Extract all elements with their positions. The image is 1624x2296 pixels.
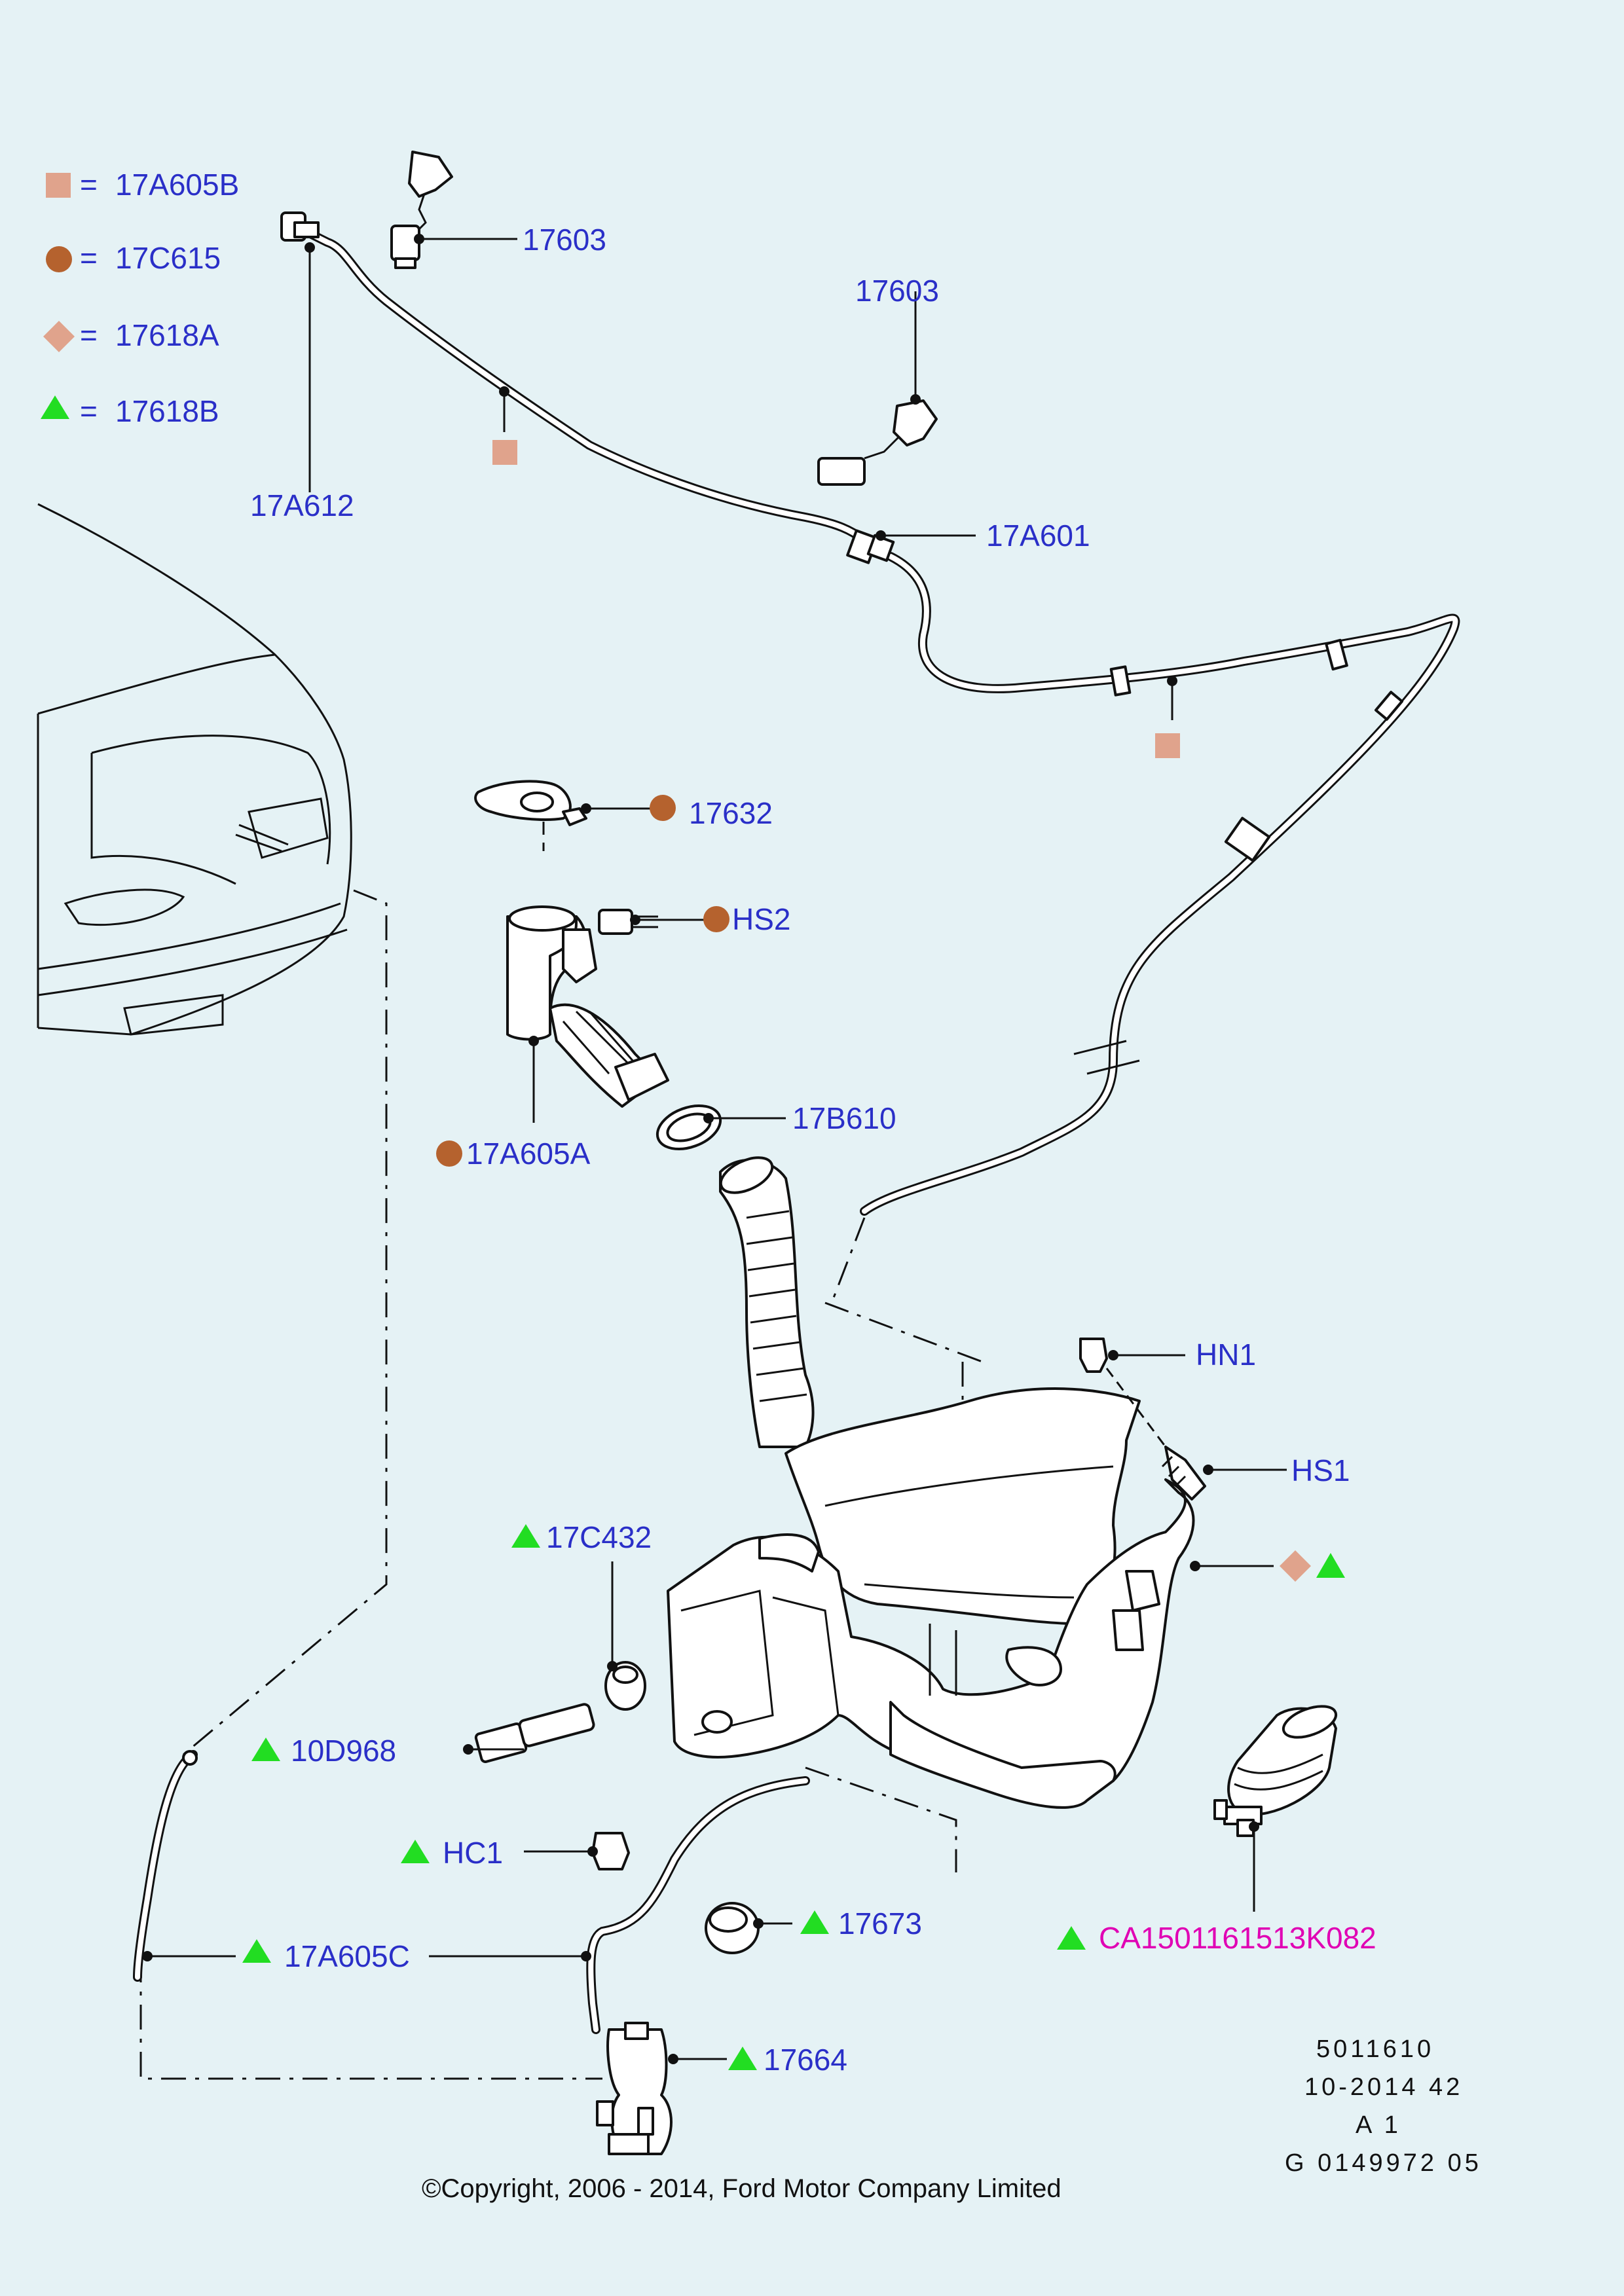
legend-code-triangle: 17618B (115, 394, 219, 428)
leader-dots (142, 234, 1259, 2064)
seal-17B610 (655, 1104, 722, 1150)
marker-circle-icon (436, 1140, 462, 1167)
nozzle-connector-17A612 (280, 211, 320, 242)
label-HN1: HN1 (1196, 1338, 1256, 1372)
legend-eq: = (80, 394, 98, 428)
label-HS1: HS1 (1291, 1453, 1350, 1487)
label-HC1: HC1 (443, 1836, 503, 1870)
filler-cap-17632 (474, 780, 587, 826)
screw-HS1 (1161, 1446, 1206, 1501)
legend-square-symbol (46, 173, 71, 198)
marker-triangle-icon (1057, 1926, 1086, 1950)
callout-labels: 17603 17603 17A612 17A601 17632 HS2 17B6… (250, 223, 1376, 2077)
label-17664: 17664 (764, 2043, 847, 2077)
ref-line-1: 5011610 (1316, 2035, 1434, 2063)
pump-17664 (596, 2022, 673, 2155)
marker-triangle-icon (728, 2047, 757, 2070)
filler-neck-17A605A (506, 905, 669, 1108)
label-17603-right: 17603 (855, 274, 939, 308)
marker-triangle-icon (800, 1910, 829, 1934)
label-17A612: 17A612 (250, 488, 354, 522)
label-CA1501161513K082: CA1501161513K082 (1099, 1921, 1376, 1955)
label-17A605C: 17A605C (284, 1939, 410, 1973)
legend-code-circle: 17C615 (115, 241, 221, 275)
ref-line-3: A 1 (1356, 2111, 1401, 2139)
level-sensor-10D968 (474, 1703, 595, 1763)
label-17603-top: 17603 (523, 223, 606, 257)
marker-square-icon (1155, 733, 1180, 758)
washer-jet-17603-top (390, 151, 453, 269)
reference-block: 5011610 10-2014 42 A 1 G 0149972 05 (1285, 2035, 1482, 2177)
leader-lines (147, 238, 1287, 2060)
marker-circle-icon (703, 906, 729, 932)
legend-triangle-symbol (41, 395, 69, 419)
reservoir (667, 1156, 1195, 1809)
label-17B610: 17B610 (792, 1101, 896, 1135)
grommet-17C432 (604, 1661, 646, 1711)
ref-line-4: G 0149972 05 (1285, 2149, 1482, 2177)
bolt-HS2 (598, 909, 658, 935)
label-17632: 17632 (689, 796, 773, 830)
marker-diamond-icon (1280, 1550, 1311, 1582)
upper-hose (297, 225, 1460, 1401)
legend-circle-symbol (46, 246, 72, 272)
marker-triangle-icon (511, 1524, 540, 1548)
legend-code-square: 17A605B (115, 168, 239, 202)
label-17A601: 17A601 (986, 519, 1090, 553)
lower-hose-17A605C (133, 1750, 810, 2034)
legend: = 17A605B = 17C615 = 17618A = 17618B (41, 168, 239, 428)
label-17A605A: 17A605A (466, 1137, 591, 1171)
marker-triangle-icon (401, 1840, 430, 1863)
car-rear-outline (37, 503, 352, 1036)
legend-code-diamond: 17618A (115, 318, 219, 352)
label-10D968: 10D968 (291, 1734, 396, 1768)
marker-triangle-icon (242, 1939, 271, 1963)
copyright-notice: ©Copyright, 2006 - 2014, Ford Motor Comp… (422, 2174, 1061, 2203)
ref-line-2: 10-2014 42 (1304, 2073, 1463, 2101)
clip-HC1 (591, 1832, 630, 1870)
legend-eq: = (80, 318, 98, 352)
label-17C432: 17C432 (546, 1520, 652, 1554)
symbol-markers (242, 440, 1345, 2070)
clip-HN1 (1079, 1338, 1108, 1373)
legend-diamond-symbol (43, 321, 75, 352)
pump-CA1501161513K082 (1213, 1705, 1338, 1837)
label-HS2: HS2 (732, 902, 790, 936)
marker-triangle-icon (1316, 1553, 1345, 1578)
marker-triangle-icon (251, 1738, 280, 1761)
washer-jet-17603-right (817, 399, 938, 486)
label-17673: 17673 (838, 1906, 922, 1941)
marker-circle-icon (650, 795, 676, 821)
marker-square-icon (492, 440, 517, 465)
legend-eq: = (80, 168, 98, 202)
legend-eq: = (80, 241, 98, 275)
grommet-17673 (705, 1902, 760, 1954)
